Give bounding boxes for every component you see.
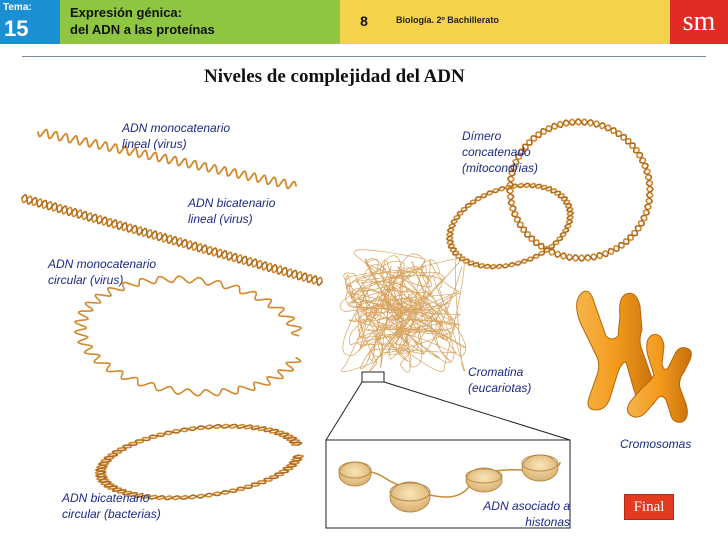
- chapter-title-line2: del ADN a las proteínas: [70, 22, 215, 37]
- tema-label: Tema:: [3, 2, 32, 13]
- label-histonas-line2: histonas: [525, 515, 570, 529]
- label-bi-circular-line1: ADN bicatenario: [62, 491, 150, 505]
- label-bi-lineal-line1: ADN bicatenario: [188, 196, 276, 210]
- label-mono-lineal-line2: lineal (virus): [122, 137, 187, 151]
- label-mono-circular-line2: circular (virus): [48, 273, 124, 287]
- label-mono-circular-line1: ADN monocatenario: [48, 257, 157, 271]
- label-dimero-line1: Dímero: [462, 129, 502, 143]
- label-histonas: ADN asociado a histonas: [468, 498, 570, 530]
- course-box: Biología. 2º Bachillerato: [388, 0, 670, 44]
- chapter-title-line1: Expresión génica:: [70, 5, 182, 20]
- label-histonas-line1: ADN asociado a: [483, 499, 570, 513]
- page-number-box: 8: [340, 0, 388, 44]
- label-cromatina-line2: (eucariotas): [468, 381, 532, 395]
- label-cromosomas-line1: Cromosomas: [620, 437, 692, 451]
- page-number: 8: [360, 13, 368, 29]
- label-dimero: Dímero concatenado (mitocondrias): [462, 128, 538, 176]
- header-divider: [22, 56, 706, 57]
- label-mono-lineal-line1: ADN monocatenario: [122, 121, 231, 135]
- label-cromatina: Cromatina (eucariotas): [468, 364, 531, 396]
- chromatin-tangle: [339, 249, 466, 373]
- chromosome-right: [626, 334, 692, 423]
- chapter-title-box: Expresión génica: del ADN a las proteína…: [60, 0, 340, 44]
- label-bi-circular: ADN bicatenario circular (bacterias): [62, 490, 161, 522]
- dna-mono-circular-helix: [74, 275, 303, 397]
- label-cromosomas: Cromosomas: [620, 436, 691, 452]
- zoom-box: [361, 371, 385, 383]
- logo-text: sm: [682, 6, 716, 37]
- label-bi-circular-line2: circular (bacterias): [62, 507, 161, 521]
- slide-header: Tema: 15 Expresión génica: del ADN a las…: [0, 0, 728, 44]
- label-bi-lineal-line2: lineal (virus): [188, 212, 253, 226]
- label-dimero-line3: (mitocondrias): [462, 161, 539, 175]
- histone-inset: [325, 439, 571, 529]
- dna-bi-circular-helix: [95, 423, 305, 501]
- label-cromatina-line1: Cromatina: [468, 365, 524, 379]
- course-name: Biología. 2º Bachillerato: [396, 15, 499, 25]
- final-button[interactable]: Final: [624, 494, 674, 520]
- tema-number: 15: [4, 16, 29, 41]
- label-mono-lineal: ADN monocatenario lineal (virus): [122, 120, 230, 152]
- histone-beads: [338, 454, 561, 513]
- dna-mono-linear-helix: [37, 128, 297, 190]
- dna-bi-linear-helix: [21, 193, 323, 287]
- tema-badge: Tema: 15: [0, 0, 60, 44]
- label-bi-lineal: ADN bicatenario lineal (virus): [188, 195, 275, 227]
- slide-title: Niveles de complejidad del ADN: [204, 66, 465, 87]
- label-dimero-line2: concatenado: [462, 145, 531, 159]
- publisher-logo: sm: [670, 0, 728, 44]
- label-mono-circular: ADN monocatenario circular (virus): [48, 256, 156, 288]
- dna-dimer-helix: [446, 118, 654, 270]
